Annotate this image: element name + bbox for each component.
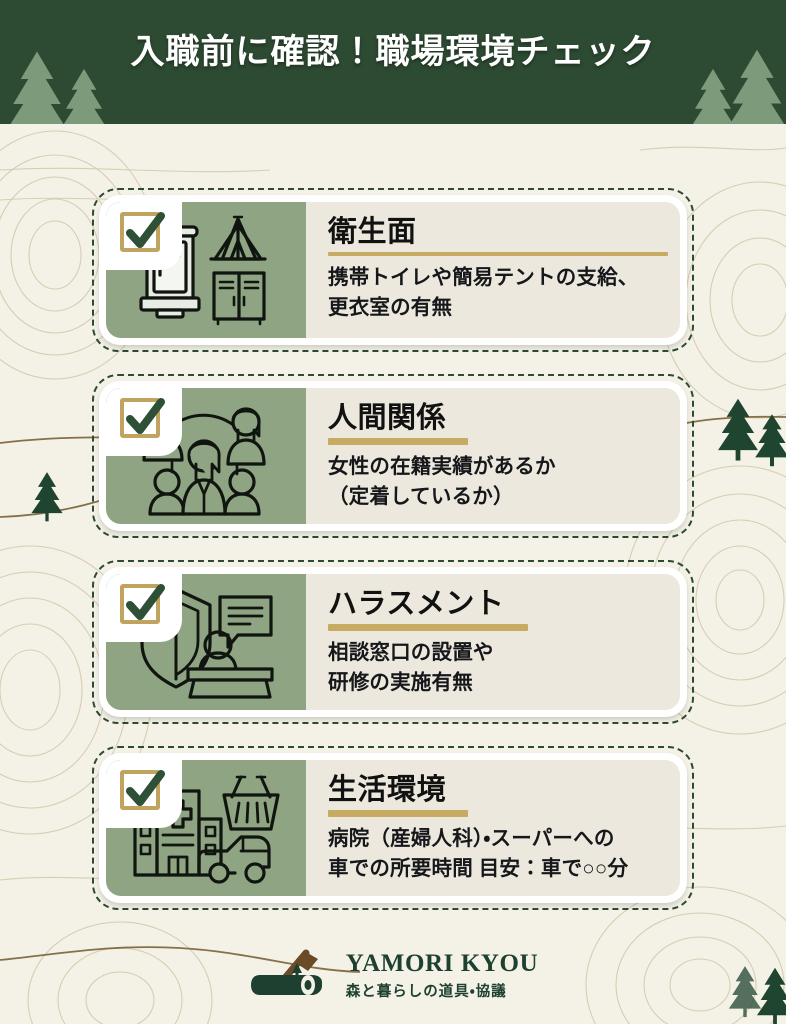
card-2-text-panel: 人間関係 女性の在籍実績があるか （定着しているか） xyxy=(306,388,680,524)
card-3-description: 相談窓口の設置や 研修の実施有無 xyxy=(328,638,664,696)
check-icon xyxy=(126,770,165,806)
card-3-title: ハラスメント xyxy=(328,588,505,620)
shield-speech-bubble-desk-icon xyxy=(139,587,274,699)
header-pine-trees xyxy=(10,49,785,124)
hospital-basket-car-icon xyxy=(133,775,280,884)
page-title: 入職前に確認！職場環境チェック xyxy=(130,33,656,71)
brand-name-en: YAMORI KYOU xyxy=(345,949,539,977)
page-footer: YAMORI KYOU 森と暮らしの道具・協議 xyxy=(0,928,786,1024)
card-2-description-line-2: （定着しているか） xyxy=(328,484,514,508)
card-4-description-line-1: 病院（産婦人科）・スーパーへの xyxy=(328,827,615,851)
card-3-text-panel: ハラスメント 相談窓口の設置や 研修の実施有無 xyxy=(306,574,680,710)
card-4-text-panel: 生活環境 病院（産婦人科）・スーパーへの 車での所要時間 目安：車で○○分 xyxy=(306,760,680,896)
card-1-checkbox[interactable] xyxy=(120,212,165,252)
card-2-title: 人間関係 xyxy=(328,402,447,434)
checklist-card-1[interactable]: 衛生面 携帯トイレや簡易テントの支給、 更衣室の有無 xyxy=(92,188,694,352)
card-4-title-underline xyxy=(328,810,468,818)
card-1-title: 衛生面 xyxy=(328,216,417,248)
card-2-description-line-1: 女性の在籍実績があるか xyxy=(328,455,556,479)
card-3-description-line-1: 相談窓口の設置や xyxy=(328,641,494,665)
footer-brand-text: YAMORI KYOU 森と暮らしの道具・協議 xyxy=(345,949,539,1001)
card-4-description: 病院（産婦人科）・スーパーへの 車での所要時間 目安：車で○○分 xyxy=(328,824,664,882)
card-4-checkbox-area[interactable] xyxy=(106,760,182,828)
card-2-checkbox[interactable] xyxy=(120,398,165,438)
card-2-title-underline xyxy=(328,438,468,446)
card-1-description-line-2: 更衣室の有無 xyxy=(328,295,453,319)
card-1-description: 携帯トイレや簡易テントの支給、 更衣室の有無 xyxy=(328,263,668,321)
checklist-card-4[interactable]: 生活環境 病院（産婦人科）・スーパーへの 車での所要時間 目安：車で○○分 xyxy=(92,746,694,910)
group-of-people-icon xyxy=(142,407,266,516)
check-icon xyxy=(126,212,165,248)
checklist-cards: 衛生面 携帯トイレや簡易テントの支給、 更衣室の有無 xyxy=(0,188,786,932)
card-1-title-underline xyxy=(328,252,668,257)
card-4-checkbox[interactable] xyxy=(120,770,165,810)
card-3-description-line-2: 研修の実施有無 xyxy=(328,670,473,694)
card-1-checkbox-area[interactable] xyxy=(106,202,182,270)
card-3-checkbox-area[interactable] xyxy=(106,574,182,642)
card-2-icon-panel xyxy=(106,388,306,524)
card-3-title-underline xyxy=(328,624,528,632)
card-1-text-panel: 衛生面 携帯トイレや簡易テントの支給、 更衣室の有無 xyxy=(306,202,680,338)
card-2-description: 女性の在籍実績があるか （定着しているか） xyxy=(328,452,664,510)
axe-and-log-logo xyxy=(250,949,322,995)
card-4-title: 生活環境 xyxy=(328,774,447,806)
check-icon xyxy=(126,398,165,434)
card-3-checkbox[interactable] xyxy=(120,584,165,624)
card-1-description-line-1: 携帯トイレや簡易テントの支給、 xyxy=(328,266,639,290)
checklist-card-3[interactable]: ハラスメント 相談窓口の設置や 研修の実施有無 xyxy=(92,560,694,724)
card-2-checkbox-area[interactable] xyxy=(106,388,182,456)
page-header: 入職前に確認！職場環境チェック xyxy=(0,0,786,124)
brand-tagline-jp: 森と暮らしの道具・協議 xyxy=(345,984,507,1001)
check-icon xyxy=(126,584,165,620)
card-4-description-line-2: 車での所要時間 目安：車で○○分 xyxy=(328,856,629,880)
checklist-card-2[interactable]: 人間関係 女性の在籍実績があるか （定着しているか） xyxy=(92,374,694,538)
